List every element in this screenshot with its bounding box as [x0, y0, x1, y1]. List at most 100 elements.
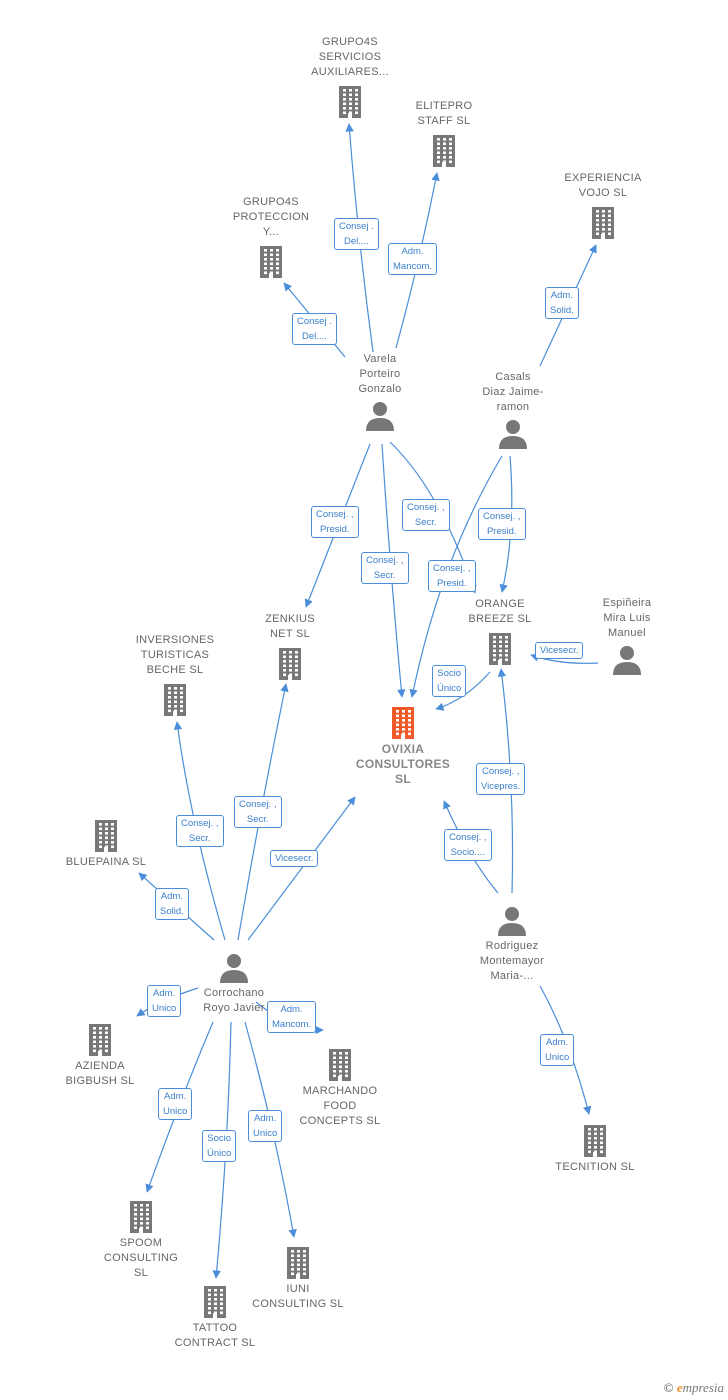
- edge-label-corr-marchando[interactable]: Adm. Mancom.: [267, 1001, 317, 1033]
- node-label-line: BREEZE SL: [468, 613, 532, 625]
- edge-label-line: Adm.: [401, 246, 424, 257]
- edge-label-line: Solid.: [550, 305, 574, 316]
- edge-label-rodriguez-tecnition[interactable]: Adm.Unico: [540, 1034, 575, 1066]
- brand-logo[interactable]: empresia: [677, 1380, 724, 1395]
- node-label-line: ORANGE: [475, 598, 525, 610]
- person-icon: [447, 906, 577, 936]
- edge-label-varela-orange[interactable]: Consej. ,Secr.: [402, 499, 450, 531]
- edge-label-line: Adm.: [153, 988, 176, 999]
- edge-label-varela-zenkius[interactable]: Consej. ,Presid.: [311, 506, 359, 538]
- edge-label-varela-elitepro[interactable]: Adm. Mancom.: [388, 243, 438, 275]
- edge-label-line: Adm.: [280, 1004, 303, 1015]
- node-label-line: Montemayor: [479, 955, 545, 967]
- node-label-line: TECNITION SL: [555, 1161, 635, 1173]
- edge-label-line: Consej. ,: [239, 799, 277, 810]
- edge-label-rodriguez-ovixia[interactable]: Consej. ,Socio....: [444, 829, 492, 861]
- node-label-line: ELITEPRO: [415, 100, 473, 112]
- edge-label-line: Consej. ,: [433, 563, 471, 574]
- edge-label-varela-grupo4s-prot[interactable]: Consej .Del....: [292, 313, 337, 345]
- edge-label-varela-ovixia[interactable]: Consej. ,Secr.: [361, 552, 409, 584]
- edge-label-corr-azienda[interactable]: Adm. Unico: [147, 985, 182, 1017]
- edge-label-line: Vicesecr.: [540, 645, 579, 656]
- edge-label-line: Mancom.: [393, 261, 433, 272]
- edge-label-line: Consej .: [339, 221, 374, 232]
- node-label: BLUEPAINA SL: [41, 855, 171, 870]
- node-label-line: VOJO SL: [578, 187, 628, 199]
- edge-label-corr-bluepaina[interactable]: Adm.Solid.: [155, 888, 189, 920]
- person-icon: [169, 953, 299, 983]
- node-experiencia[interactable]: EXPERIENCIA VOJO SL: [538, 171, 668, 239]
- edge-label-line: Unico: [152, 1003, 177, 1014]
- edge-label-corr-ovixia[interactable]: Vicesecr.: [270, 850, 319, 867]
- building-icon-main: [338, 705, 468, 739]
- edge-label-casals-experiencia[interactable]: Adm.Solid.: [545, 287, 579, 319]
- node-label-line: CONTRACT SL: [174, 1337, 256, 1349]
- edge-label-rodriguez-orange[interactable]: Consej. ,Vicepres.: [476, 763, 526, 795]
- edge-label-corr-iuni[interactable]: Adm.Unico: [248, 1110, 283, 1142]
- brand-name: mpresia: [682, 1380, 724, 1395]
- edge-label-line: Secr.: [414, 517, 437, 528]
- node-label-line: Manuel: [608, 627, 646, 639]
- edge-label-varela-grupo4s-serv[interactable]: Consej .Del....: [334, 218, 379, 250]
- node-orange[interactable]: ORANGE BREEZE SL: [435, 597, 565, 665]
- node-label-line: SPOOM: [119, 1237, 163, 1249]
- edge-label-line: Consej. ,: [316, 509, 354, 520]
- node-bluepaina[interactable]: BLUEPAINA SL: [41, 818, 171, 870]
- edge-label-line: Presid.: [486, 526, 517, 537]
- edge-label-corr-inversiones[interactable]: Consej. ,Secr.: [176, 815, 224, 847]
- edge-label-line: Secr.: [246, 814, 269, 825]
- edge-label-casals-ovixia[interactable]: Consej. ,Presid.: [428, 560, 476, 592]
- edge-label-line: Solid.: [160, 906, 184, 917]
- edge-label-corr-zenkius[interactable]: Consej. , Secr.: [234, 796, 282, 828]
- node-label-line: CONSULTING: [103, 1252, 179, 1264]
- node-label-line: OVIXIA: [381, 742, 425, 756]
- node-label-line: Porteiro: [359, 368, 401, 380]
- edge-label-line: Socio: [437, 668, 462, 679]
- node-label-line: CONCEPTS SL: [299, 1115, 381, 1127]
- edge-label-espineira-orange[interactable]: Vicesecr.: [535, 642, 584, 659]
- node-label-line: Diaz Jaime-: [482, 386, 544, 398]
- building-icon: [233, 1245, 363, 1279]
- building-icon: [35, 1022, 165, 1056]
- building-icon: [275, 1047, 405, 1081]
- node-label: TECNITION SL: [530, 1160, 660, 1175]
- building-icon: [530, 1123, 660, 1157]
- edge-label-line: Mancom.: [272, 1019, 312, 1030]
- edge-label-line: Consej. ,: [449, 832, 487, 843]
- node-tecnition[interactable]: TECNITION SL: [530, 1123, 660, 1175]
- edge-label-corr-spoom[interactable]: Adm.Unico: [158, 1088, 193, 1120]
- copyright-symbol: ©: [663, 1380, 674, 1395]
- edge-label-casals-orange[interactable]: Consej. ,Presid.: [478, 508, 526, 540]
- edge-label-line: Socio: [207, 1133, 232, 1144]
- node-label-line: EXPERIENCIA: [564, 172, 642, 184]
- node-label-line: Rodriguez: [485, 940, 539, 952]
- edge-label-line: Consej .: [297, 316, 332, 327]
- edge-label-line: Consej. ,: [181, 818, 219, 829]
